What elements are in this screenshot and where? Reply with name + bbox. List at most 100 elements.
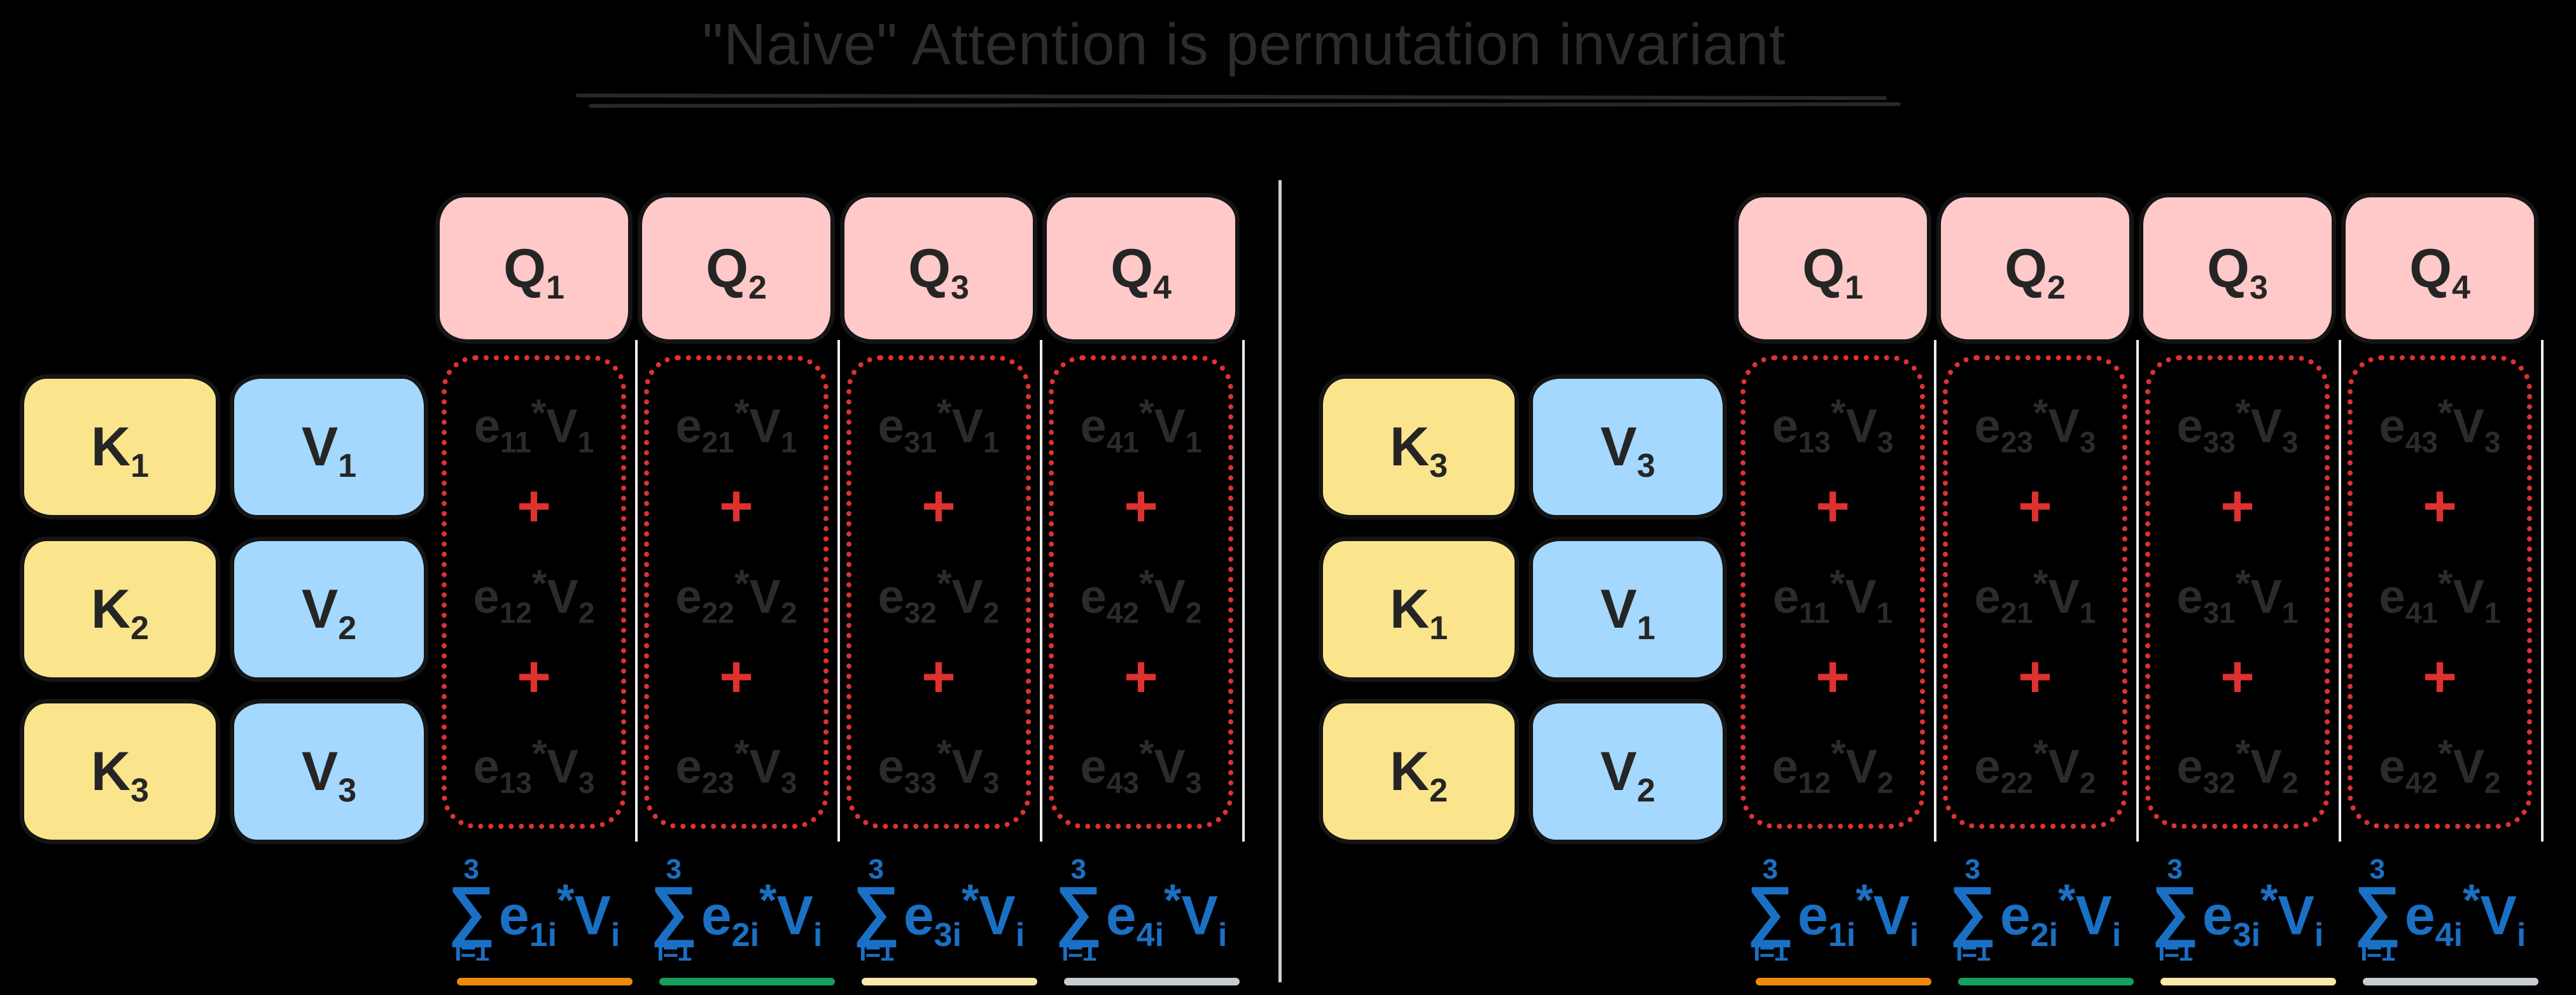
- k-label: K2: [91, 582, 149, 645]
- sum-underline: [2160, 978, 2336, 985]
- expr-column: e11*V1 + e12*V2 + e13*V3: [442, 355, 626, 829]
- q-subscript: 4: [2451, 269, 2470, 306]
- expr-term: e23*V3: [1975, 393, 2096, 457]
- sum-lower-limit: i=1: [656, 936, 692, 966]
- q-subscript: 1: [1844, 269, 1863, 306]
- e-subscript: 1i: [529, 916, 557, 954]
- q-base: Q: [908, 237, 951, 299]
- e-subscript: 3i: [934, 916, 962, 954]
- v-base: V: [301, 579, 339, 640]
- e-base: e: [1797, 885, 1828, 947]
- panel-divider: [1278, 180, 1282, 982]
- v-subscript: 3: [983, 766, 1000, 800]
- v-subscript: 3: [1877, 425, 1894, 459]
- asterisk-icon: *: [2235, 391, 2251, 434]
- e-base: e: [878, 399, 904, 453]
- sum-expression: e1i*Vi: [1797, 877, 1919, 952]
- k-box: K2: [1319, 699, 1519, 844]
- asterisk-icon: *: [531, 561, 547, 605]
- e-subscript: 41: [1106, 425, 1139, 459]
- e-base: e: [2176, 399, 2203, 453]
- k-base: K: [1389, 416, 1430, 477]
- v-box: V3: [1529, 374, 1727, 519]
- e-base: e: [1974, 740, 2001, 793]
- v-base: V: [749, 399, 781, 453]
- v-box: V1: [1529, 537, 1727, 682]
- sum-formula: 3 ∑ i=1 e4i*Vi: [1036, 847, 1246, 974]
- sum-upper-limit: 3: [1070, 854, 1086, 886]
- plus-icon: +: [719, 474, 753, 539]
- e-base: e: [675, 399, 702, 453]
- k-base: K: [90, 416, 131, 477]
- k-base: K: [1389, 741, 1430, 802]
- v-box: V3: [230, 699, 428, 844]
- q-label: Q4: [2409, 241, 2470, 304]
- v-base: V: [2250, 399, 2282, 453]
- q-subscript: 3: [950, 269, 969, 306]
- q-subscript: 1: [545, 269, 564, 306]
- expr-term: e21*V1: [675, 393, 797, 457]
- e-subscript: 23: [2000, 425, 2033, 459]
- e-base: e: [473, 740, 500, 793]
- asterisk-icon: *: [2437, 731, 2453, 775]
- sum-underline: [2363, 978, 2538, 985]
- plus-icon: +: [719, 644, 753, 710]
- column-divider: [2339, 340, 2341, 842]
- plus-icon: +: [2423, 474, 2457, 539]
- e-subscript: 42: [2405, 766, 2438, 800]
- plus-icon: +: [2018, 644, 2052, 710]
- asterisk-icon: *: [2033, 731, 2048, 775]
- column-divider: [1040, 340, 1042, 842]
- e-base: e: [2176, 570, 2203, 623]
- q-base: Q: [2207, 237, 2250, 299]
- expr-column: e21*V1 + e22*V2 + e23*V3: [644, 355, 829, 829]
- column-divider: [2541, 340, 2544, 842]
- asterisk-icon: *: [962, 874, 979, 925]
- v-base: V: [301, 416, 339, 477]
- sigma-icon: ∑: [447, 873, 495, 948]
- sum-formula: 3 ∑ i=1 e3i*Vi: [2132, 847, 2342, 974]
- k-box: K2: [20, 537, 220, 682]
- sum-upper-limit: 3: [666, 854, 682, 886]
- v-subscript: 1: [2079, 596, 2096, 630]
- sum-upper-limit: 3: [1964, 854, 1980, 886]
- v-base: V: [1181, 885, 1218, 947]
- e-base: e: [1772, 740, 1798, 793]
- k-subscript: 1: [130, 448, 150, 485]
- sigma-block: 3 ∑ i=1: [650, 856, 697, 964]
- v-base: V: [2250, 740, 2282, 793]
- e-subscript: 12: [499, 596, 532, 630]
- plus-icon: +: [2220, 644, 2255, 710]
- v-subscript: 2: [578, 596, 595, 630]
- right-panel: K3 V3 K1 V1 K2 V2 Q1 Q2 Q3 Q4: [1315, 0, 2552, 995]
- expr-term: e13*V3: [473, 734, 595, 798]
- sigma-block: 3 ∑ i=1: [1949, 856, 1996, 964]
- q-box: Q2: [638, 193, 835, 344]
- k-label: K2: [1389, 741, 1448, 807]
- e-base: e: [1999, 885, 2031, 947]
- plus-icon: +: [517, 644, 551, 710]
- q-label: Q1: [503, 241, 564, 304]
- v-base: V: [1600, 416, 1637, 477]
- e-base: e: [1105, 885, 1137, 947]
- expr-term: e33*V3: [878, 734, 1000, 798]
- v-subscript: i: [2314, 916, 2324, 954]
- q-base: Q: [1802, 237, 1845, 299]
- v-subscript: 2: [2079, 766, 2096, 800]
- expr-term: e32*V2: [878, 563, 1000, 627]
- v-label: V1: [302, 420, 356, 483]
- v-subscript: 2: [780, 596, 797, 630]
- q-subscript: 3: [2249, 269, 2268, 306]
- v-box: V2: [230, 537, 428, 682]
- e-subscript: 11: [500, 425, 531, 459]
- column-divider: [2136, 340, 2139, 842]
- v-subscript: 1: [780, 425, 797, 459]
- sum-expression: e2i*Vi: [1999, 877, 2121, 952]
- v-base: V: [1845, 570, 1877, 623]
- expr-term: e11*V1: [1773, 563, 1893, 627]
- v-base: V: [1600, 579, 1637, 640]
- expr-term: e32*V2: [2177, 734, 2299, 798]
- e-subscript: 22: [701, 596, 734, 630]
- expr-term: e42*V2: [2379, 731, 2501, 798]
- sum-formula: 3 ∑ i=1 e4i*Vi: [2335, 847, 2545, 974]
